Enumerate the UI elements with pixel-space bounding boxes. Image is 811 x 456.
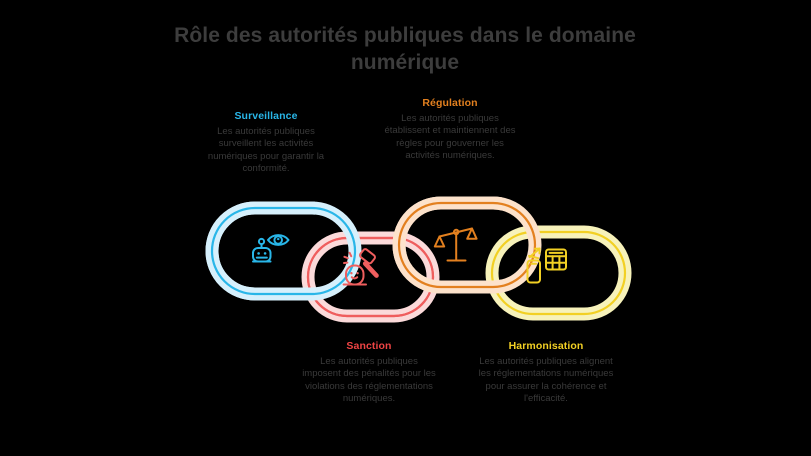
caption-body-regulation: Les autorités publiques établissent et m… (384, 113, 516, 162)
phone-data-transfer-icon (526, 247, 567, 284)
robot-eye-icon (252, 234, 290, 263)
caption-body-harmonisation: Les autorités publiques alignent les rég… (478, 356, 614, 405)
chain-link-regulation[interactable] (392, 196, 542, 294)
caption-title-surveillance: Surveillance (234, 110, 298, 122)
caption-harmonisation: Harmonisation Les autorités publiques al… (478, 340, 614, 406)
caption-sanction: Sanction Les autorités publiques imposen… (300, 340, 438, 406)
chain-link-sanction[interactable] (301, 231, 440, 323)
caption-regulation: Régulation Les autorités publiques établ… (384, 97, 516, 163)
caption-title-regulation: Régulation (422, 97, 478, 109)
chain-link-surveillance[interactable] (205, 201, 362, 301)
caption-body-sanction: Les autorités publiques imposent des pén… (302, 356, 436, 405)
caption-body-surveillance: Les autorités publiques surveillent les … (207, 126, 325, 175)
caption-surveillance: Surveillance Les autorités publiques sur… (205, 110, 327, 176)
page-title: Rôle des autorités publiques dans le dom… (174, 24, 636, 74)
caption-title-harmonisation: Harmonisation (508, 340, 584, 352)
caption-title-sanction: Sanction (346, 340, 392, 352)
gavel-icon (342, 248, 379, 286)
chain-link-harmonisation[interactable] (485, 225, 632, 321)
scales-of-justice-icon (433, 227, 478, 262)
